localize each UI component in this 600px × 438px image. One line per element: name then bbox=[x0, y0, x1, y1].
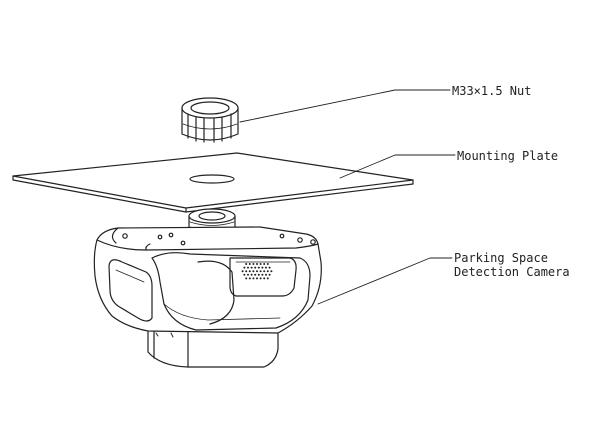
grille-dot bbox=[265, 273, 267, 276]
grille-dot bbox=[263, 270, 266, 273]
grille-dot bbox=[245, 270, 248, 273]
grille-dot bbox=[245, 263, 248, 265]
camera-label-line2: Detection Camera bbox=[454, 265, 570, 279]
grille-dot bbox=[259, 277, 262, 280]
grille-dot bbox=[256, 277, 258, 280]
grille-dot bbox=[245, 277, 248, 280]
grille-dot bbox=[250, 266, 253, 269]
grille-dot bbox=[248, 270, 251, 273]
grille-dot bbox=[243, 273, 246, 276]
grille-dot bbox=[254, 266, 257, 269]
grille-dot bbox=[263, 277, 266, 280]
grille-dot bbox=[248, 263, 251, 265]
grille-dot bbox=[259, 263, 262, 265]
grille-dot bbox=[261, 266, 264, 269]
grille-dot bbox=[247, 266, 249, 269]
grille-dot bbox=[252, 270, 255, 273]
nut-label: M33×1.5 Nut bbox=[452, 84, 531, 98]
grille-dot bbox=[252, 277, 255, 280]
grille-dot bbox=[256, 263, 258, 265]
grille-dot bbox=[270, 270, 273, 273]
grille-dot bbox=[254, 273, 257, 276]
grille-dot bbox=[266, 270, 269, 273]
nut-part bbox=[181, 97, 239, 143]
speaker-grille bbox=[241, 263, 273, 280]
grille-dot bbox=[265, 266, 267, 269]
grille-dot bbox=[252, 263, 255, 265]
grille-dot bbox=[263, 263, 266, 265]
grille-dot bbox=[256, 270, 258, 273]
grille-dot bbox=[248, 277, 251, 280]
grille-dot bbox=[266, 277, 269, 280]
grille-dot bbox=[268, 273, 271, 276]
grille-dot bbox=[259, 270, 262, 273]
grille-dot bbox=[247, 273, 249, 276]
grille-dot bbox=[241, 270, 244, 273]
grille-dot bbox=[268, 266, 271, 269]
grille-dot bbox=[243, 266, 246, 269]
camera-label-line1: Parking Space bbox=[454, 251, 548, 265]
grille-dot bbox=[257, 273, 260, 276]
grille-dot bbox=[266, 263, 269, 265]
mounting-plate-part bbox=[12, 152, 414, 213]
plate-label: Mounting Plate bbox=[457, 149, 558, 163]
leader-lines bbox=[239, 89, 456, 305]
camera-body bbox=[93, 226, 322, 368]
grille-dot bbox=[257, 266, 260, 269]
grille-dot bbox=[261, 273, 264, 276]
grille-dot bbox=[250, 273, 253, 276]
